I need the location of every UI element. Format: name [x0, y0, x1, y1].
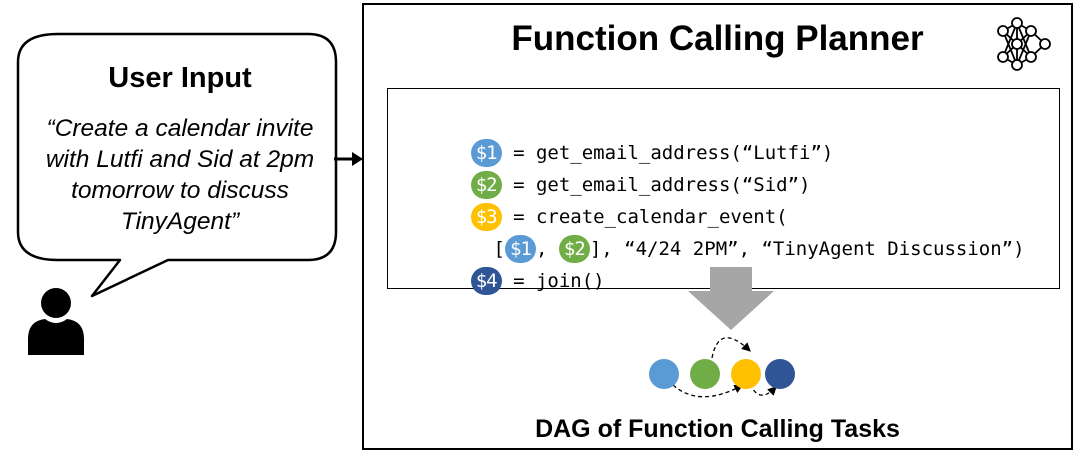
code-text: = join(): [501, 270, 605, 292]
speech-bubble: [16, 32, 338, 298]
planner-panel: Function Calling Planner $1 = get_email_…: [362, 3, 1073, 450]
person-icon: [28, 288, 84, 355]
dag-diagram: [649, 337, 795, 398]
code-text: = create_calendar_event(: [501, 206, 788, 228]
code-line-2: $2 = get_email_address(“Sid”): [402, 143, 811, 199]
code-text: = get_email_address(“Sid”): [501, 174, 811, 196]
dag-label: DAG of Function Calling Tasks: [535, 415, 900, 443]
dag-node: [649, 359, 679, 389]
arrow-down-icon: [688, 267, 774, 330]
dag-node: [690, 359, 720, 389]
user-input-text: “Create a calendar invite with Lutfi and…: [18, 113, 342, 237]
user-input-title: User Input: [108, 62, 252, 94]
dag-node: [765, 359, 795, 389]
user-input-line: “Create a calendar invite: [46, 115, 314, 142]
neural-network-icon: [997, 17, 1051, 71]
code-text: ], “4/24 2PM”, “TinyAgent Discussion”): [589, 238, 1025, 260]
code-line-5: $4 = join(): [402, 239, 605, 295]
code-line-1: $1 = get_email_address(“Lutfi”): [402, 111, 833, 167]
arrow-right-icon: [334, 152, 363, 166]
badge-2: $2: [470, 171, 502, 199]
badge-3: $3: [470, 203, 502, 231]
code-box: $1 = get_email_address(“Lutfi”) $2 = get…: [387, 88, 1060, 295]
code-text: ,: [535, 238, 559, 260]
code-line-3: $3 = create_calendar_event(: [402, 175, 788, 231]
dag-edge: [711, 337, 751, 359]
badge-4: $4: [470, 267, 502, 295]
dag-edge: [672, 384, 744, 398]
dag-node: [731, 359, 761, 389]
user-input-line: TinyAgent”: [120, 208, 240, 235]
badge-ref-2: $2: [558, 235, 590, 263]
code-text: = get_email_address(“Lutfi”): [501, 142, 834, 164]
code-line-4: [$1, $2], “4/24 2PM”, “TinyAgent Discuss…: [402, 207, 1025, 263]
code-text: [: [470, 238, 505, 260]
badge-1: $1: [470, 139, 502, 167]
user-input-line: tomorrow to discuss: [71, 177, 289, 204]
user-input-line: with Lutfi and Sid at 2pm: [45, 146, 315, 173]
planner-title: Function Calling Planner: [511, 19, 924, 58]
badge-ref-1: $1: [504, 235, 536, 263]
